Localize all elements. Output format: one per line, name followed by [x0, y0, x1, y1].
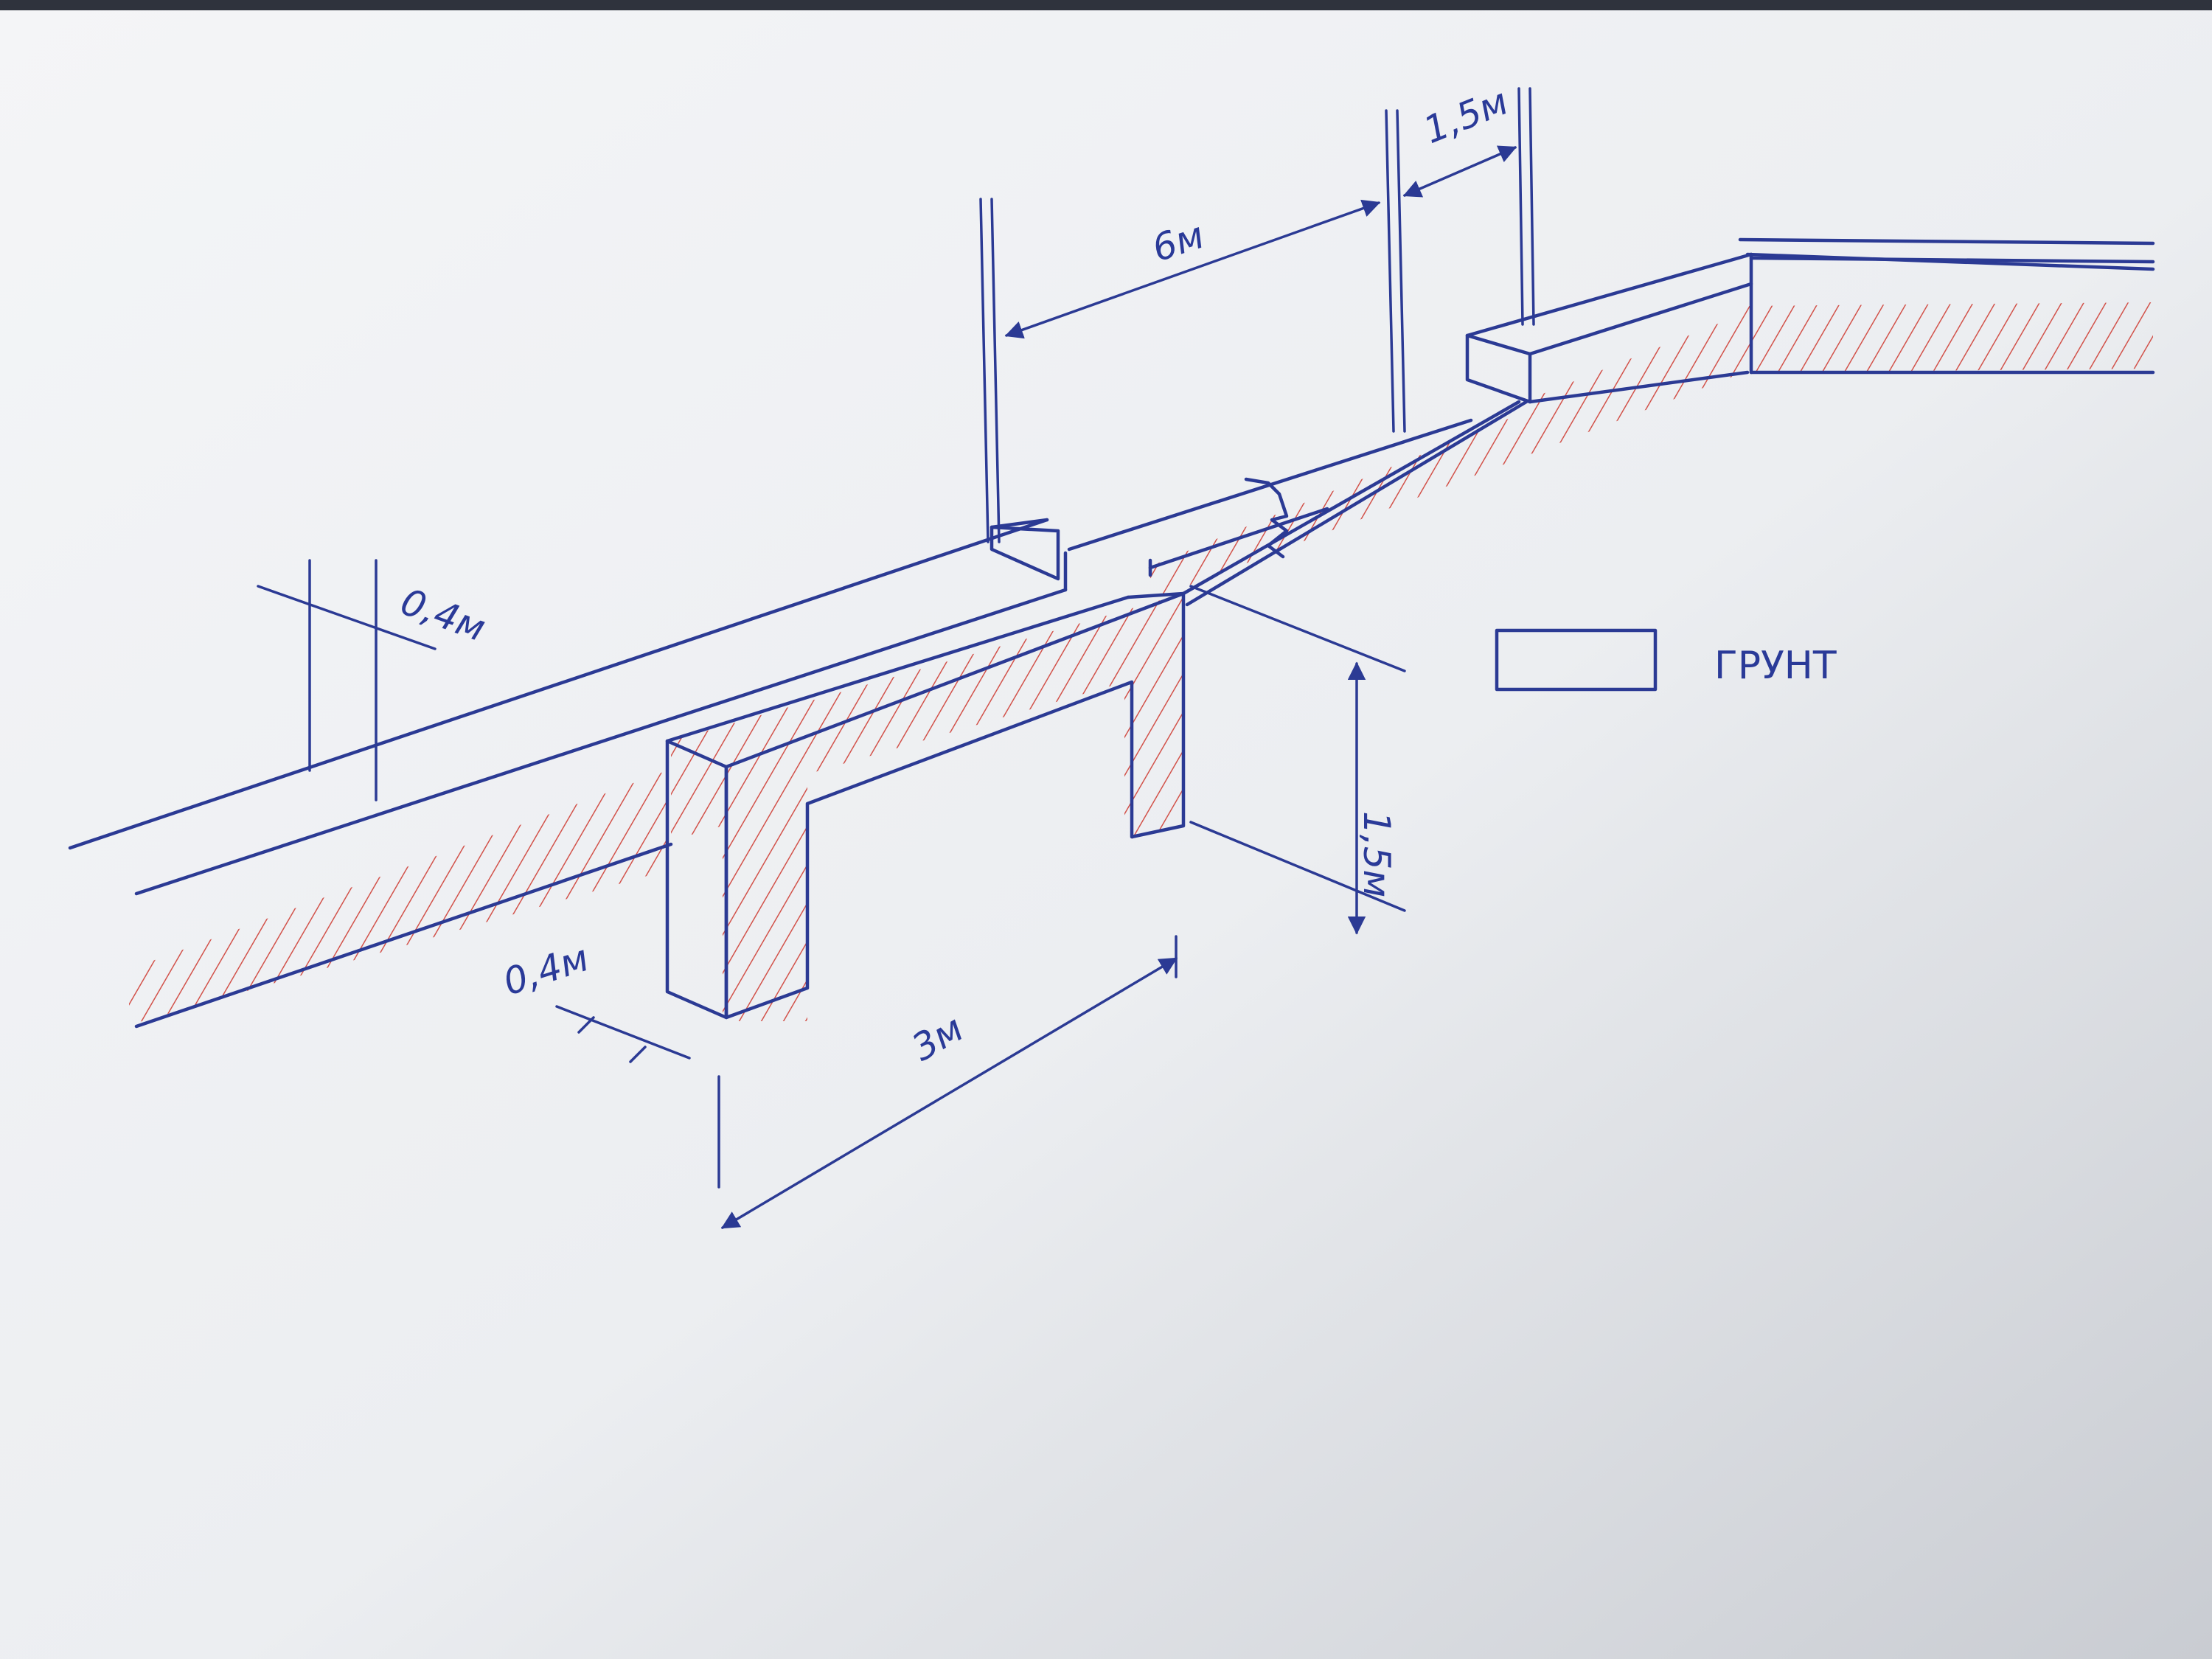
legend: ГРУНТ: [1495, 628, 1837, 692]
left-pier-block: [990, 518, 1060, 581]
right-wall: [1465, 237, 2155, 404]
dimension-lines: [257, 145, 1517, 1229]
paper-edge-shadow: [0, 0, 2212, 10]
dim-label-1-5m-depth: 1,5м: [1355, 811, 1398, 897]
post-lines: [308, 87, 1535, 801]
foundation-strip-right: [1067, 400, 1528, 607]
legend-label: ГРУНТ: [1714, 644, 1837, 688]
foundation-strip-left: [68, 518, 1068, 1029]
legend-swatch: [1495, 628, 1658, 692]
soil-hatching: [129, 302, 2153, 1025]
